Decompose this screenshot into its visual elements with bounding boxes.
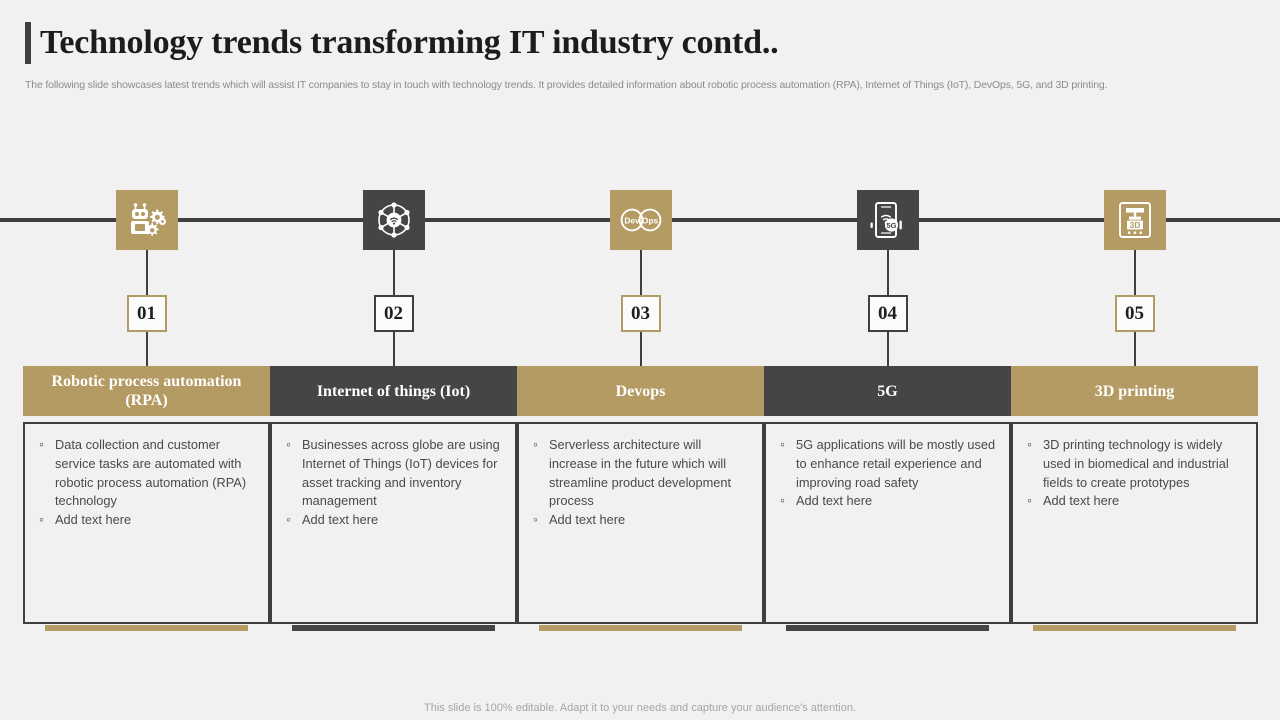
page-title: Technology trends transforming IT indust… (40, 24, 779, 61)
list-item: Add text here (280, 510, 503, 530)
card-title: Internet of things (Iot) (270, 366, 517, 416)
card-body: 5G applications will be mostly used to e… (764, 422, 1011, 624)
5g-badge-label: 5G (886, 221, 896, 230)
3d-badge-label: 3D (1129, 221, 1140, 230)
connector-number-to-header (886, 332, 889, 366)
connector-number-to-header (639, 332, 642, 366)
list-item: Add text here (774, 491, 997, 511)
list-item: Add text here (33, 510, 256, 530)
list-item: 3D printing technology is widely used in… (1021, 435, 1244, 492)
card-accent-bar (292, 625, 495, 631)
card-title: Robotic process automation (RPA) (23, 366, 270, 416)
card-accent-bar (539, 625, 742, 631)
connector-icon-to-number (1133, 250, 1136, 295)
connector-icon-to-number (639, 250, 642, 295)
page-subtitle: The following slide showcases latest tre… (25, 79, 1108, 91)
connector-number-to-header (145, 332, 148, 366)
connector-icon-to-number (886, 250, 889, 295)
devops-infinity-icon: Dev Ops (609, 190, 672, 250)
robot-gears-icon (115, 190, 178, 250)
footer-note: This slide is 100% editable. Adapt it to… (424, 702, 856, 714)
iot-network-wifi-icon (362, 190, 425, 250)
bullet-list: Data collection and customer service tas… (33, 435, 256, 530)
list-item: Add text here (527, 510, 750, 530)
list-item: 5G applications will be mostly used to e… (774, 435, 997, 492)
bullet-list: Serverless architecture will increase in… (527, 435, 750, 530)
card-title: Devops (517, 366, 764, 416)
step-number-badge: 04 (867, 295, 908, 332)
bullet-list: 3D printing technology is widely used in… (1021, 435, 1244, 511)
page-title-bar: Technology trends transforming IT indust… (25, 22, 779, 64)
step-number-badge: 02 (373, 295, 414, 332)
step-number-badge: 05 (1114, 295, 1155, 332)
card-body: Businesses across globe are using Intern… (270, 422, 517, 624)
list-item: Businesses across globe are using Intern… (280, 435, 503, 511)
3d-printer-icon: 3D (1103, 190, 1166, 250)
connector-number-to-header (392, 332, 395, 366)
card-title: 5G (764, 366, 1011, 416)
bullet-list: 5G applications will be mostly used to e… (774, 435, 997, 511)
card-accent-bar (1033, 625, 1236, 631)
title-accent-bar (25, 22, 31, 64)
bullet-list: Businesses across globe are using Intern… (280, 435, 503, 530)
card-accent-bar (786, 625, 989, 631)
smartphone-5g-icon: 5G (856, 190, 919, 250)
devops-dev-label: Dev (624, 216, 640, 226)
step-number-badge: 03 (620, 295, 661, 332)
connector-icon-to-number (392, 250, 395, 295)
list-item: Add text here (1021, 491, 1244, 511)
card-body: 3D printing technology is widely used in… (1011, 422, 1258, 624)
card-body: Data collection and customer service tas… (23, 422, 270, 624)
card-accent-bar (45, 625, 248, 631)
list-item: Data collection and customer service tas… (33, 435, 256, 511)
card-title: 3D printing (1011, 366, 1258, 416)
list-item: Serverless architecture will increase in… (527, 435, 750, 511)
connector-icon-to-number (145, 250, 148, 295)
devops-ops-label: Ops (641, 216, 658, 226)
connector-number-to-header (1133, 332, 1136, 366)
card-body: Serverless architecture will increase in… (517, 422, 764, 624)
step-number-badge: 01 (126, 295, 167, 332)
